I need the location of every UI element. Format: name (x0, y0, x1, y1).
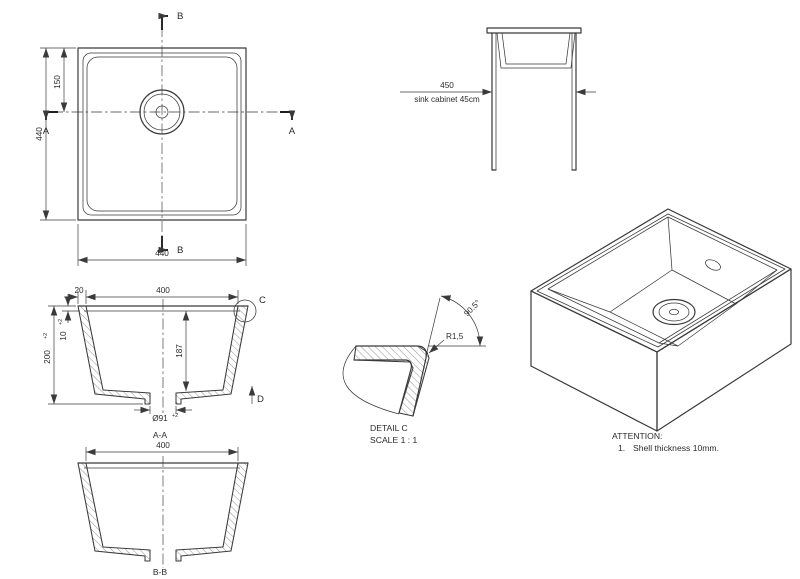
dim-150-label: 150 (53, 75, 62, 89)
dim-10-tolerance: +2 (58, 319, 64, 325)
iso-left-face (530, 290, 658, 432)
section-marker-b-top-label: B (177, 11, 183, 22)
angle-arc (440, 295, 484, 347)
iso-basin-edge-back (667, 216, 673, 271)
dim-drain-label: Ø91 (152, 414, 168, 423)
section-bb-wall-right (175, 462, 249, 562)
detail-c-title: DETAIL C (370, 423, 408, 433)
dim-450: 450 sink cabinet 45cm (400, 81, 596, 104)
notes-block: ATTENTION: 1. Shell thickness 10mm. (612, 431, 719, 453)
iso-basin-opening (547, 216, 778, 344)
iso-top-rim (530, 208, 792, 353)
detail-c-circle (233, 299, 257, 323)
detail-c-view: 90.5° R1,5 DETAIL C SCALE 1 : 1 (342, 295, 486, 445)
dim-400-bb: 400 (85, 441, 239, 461)
iso-overflow-hole (705, 259, 721, 271)
sink-rim-profile (486, 27, 582, 34)
dim-450-label: 450 (440, 81, 454, 90)
dim-drain-diameter: Ø91 +2 (134, 406, 192, 423)
section-aa-view: 20 400 200 +2 10 +2 187 (43, 286, 266, 440)
section-aa-caption: A-A (153, 430, 168, 440)
dim-400-aa-label: 400 (156, 286, 170, 295)
dim-200: 200 +2 (43, 305, 143, 405)
detail-c-outer-surface (355, 345, 427, 417)
section-marker-a-right: A (280, 110, 296, 137)
detail-c-scale: SCALE 1 : 1 (370, 435, 418, 445)
iso-drain-outer (652, 298, 696, 326)
section-marker-b-top: B (158, 11, 183, 30)
notes-item-text: Shell thickness 10mm. (633, 443, 719, 453)
dim-10-label: 10 (59, 331, 68, 341)
dim-10: 10 +2 (58, 294, 80, 341)
dim-drain-tolerance: +2 (172, 413, 178, 419)
plan-view: B B A A 150 440 440 (35, 11, 296, 266)
dim-440-horizontal-label: 440 (155, 249, 169, 258)
dim-440-horizontal: 440 (77, 224, 247, 266)
view-direction-d: D (248, 386, 264, 405)
dim-440-vertical-label: 440 (35, 127, 44, 141)
section-marker-a-left: A (42, 110, 58, 137)
detail-c-marker-label: C (259, 295, 266, 306)
radius-callout: R1,5 (428, 332, 464, 354)
iso-basin-edge-right (735, 269, 778, 305)
dim-400-bb-label: 400 (156, 441, 170, 450)
iso-basin-edge-front (658, 342, 679, 347)
dim-20: 20 (64, 286, 84, 304)
dim-440-vertical: 440 (35, 48, 76, 221)
notes-item-number: 1. (618, 443, 625, 453)
basin-profile-outer (496, 32, 576, 69)
dim-200-tolerance: +2 (43, 333, 49, 339)
detail-c-material (353, 345, 430, 417)
notes-title: ATTENTION: (612, 431, 662, 441)
section-marker-a-right-label: A (289, 126, 296, 137)
basin-profile-inner (501, 32, 571, 65)
iso-basin-edge-left (547, 288, 611, 313)
iso-rim-edge (536, 213, 786, 348)
detail-c-marker: C (233, 295, 266, 323)
cabinet-caption: sink cabinet 45cm (414, 95, 480, 104)
section-bb-caption: B-B (153, 567, 168, 577)
section-aa-wall-right (175, 305, 249, 405)
radius-label: R1,5 (446, 332, 464, 341)
dim-400-aa: 400 (85, 286, 239, 304)
dim-20-label: 20 (74, 286, 84, 295)
view-direction-d-label: D (257, 394, 264, 405)
iso-right-face (656, 268, 792, 432)
angle-label: 90.5° (462, 298, 482, 318)
section-marker-b-bottom: B (158, 236, 183, 256)
dim-150: 150 (40, 47, 76, 112)
dim-187: 187 (175, 311, 190, 391)
dim-200-label: 200 (43, 350, 52, 364)
iso-drain-center (669, 308, 679, 316)
cabinet-view: 450 sink cabinet 45cm (400, 27, 596, 171)
isometric-view (530, 208, 792, 432)
detail-c-inner-surface (353, 359, 413, 414)
section-bb-wall-left (77, 462, 151, 562)
angle-extension-wall (425, 297, 441, 357)
iso-drain-inner (658, 302, 690, 322)
section-aa-wall-left (77, 305, 151, 405)
detail-c-break-line (342, 345, 400, 415)
section-marker-b-bottom-label: B (177, 245, 183, 256)
section-bb-view: 400 B-B (77, 441, 249, 577)
dim-187-label: 187 (175, 344, 184, 358)
